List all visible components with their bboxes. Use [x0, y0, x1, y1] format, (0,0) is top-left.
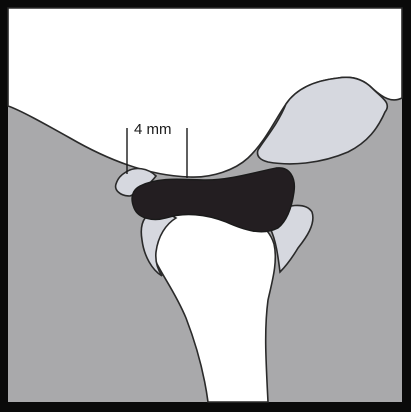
measurement-label: 4 mm	[134, 121, 172, 138]
